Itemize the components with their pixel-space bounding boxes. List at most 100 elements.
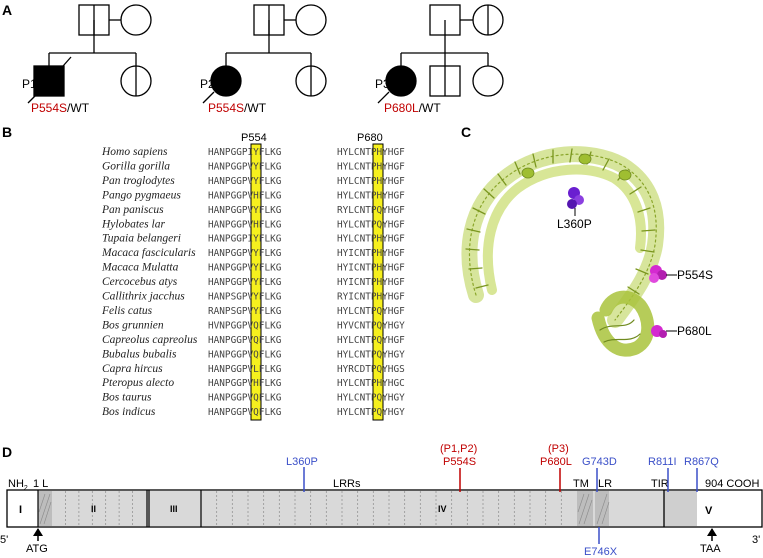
seq680-row: RYLCNTPQYHGF — [337, 205, 405, 216]
seq554-row: HANPGGPVYFLKG — [208, 263, 282, 274]
p1-genotype: P554S/WT — [31, 101, 90, 115]
seq554-row: HANPGGPVYFLKG — [208, 248, 282, 259]
pedigree-family-1 — [27, 4, 152, 104]
residue-p554s — [649, 265, 677, 283]
exon-iii: III — [170, 504, 178, 514]
species-name: Bos indicus — [102, 406, 156, 418]
panel-b-label: B — [2, 124, 12, 140]
tir-label: TIR — [651, 478, 669, 490]
species-name: Bubalus bubalis — [102, 348, 177, 360]
species-name: Pan troglodytes — [101, 175, 175, 187]
seq554-row: HVNPGGPVQFLKG — [208, 320, 282, 331]
pedigree-family-2 — [202, 4, 327, 104]
species-name: Pan paniscus — [101, 204, 164, 216]
f1-deceased-slash — [55, 56, 72, 75]
species-name: Felis catus — [101, 305, 153, 317]
species-name: Pteropus alecto — [101, 377, 174, 389]
p2-genotype: P554S/WT — [208, 101, 267, 115]
p3-mutation: P680L — [384, 101, 419, 115]
seq554-row: HANPGGPVYFLKG — [208, 277, 282, 288]
seq680-row: HYLCNTPHYHGF — [337, 161, 405, 172]
taa-label: TAA — [700, 543, 721, 555]
residue-p680l — [651, 325, 677, 338]
seq554-row: HANPGGPVHFLKG — [208, 190, 282, 201]
three-prime-label: 3' — [752, 534, 760, 546]
one-l-label: 1 L — [33, 478, 48, 490]
tir-region — [664, 491, 697, 526]
seq554-row: HANPGGPIYFLKG — [208, 234, 282, 245]
p554s-note: (P1,P2) — [440, 443, 477, 455]
p2-label: P2 — [200, 77, 215, 91]
p1-wt: /WT — [67, 101, 90, 115]
seq554-row: HANPGGPIYFLKG — [208, 147, 282, 158]
p2-mutation: P554S — [208, 101, 244, 115]
p680l-note: (P3) — [548, 443, 569, 455]
seq680-row: HYLCNTPHYHGC — [337, 378, 405, 389]
seq680-row: HYLCNTPHYHGF — [337, 176, 405, 187]
header-p680: P680 — [357, 132, 383, 144]
lrr-dividers — [65, 491, 562, 526]
p3-genotype: P680L/WT — [384, 101, 441, 115]
species-name: Cercocebus atys — [102, 276, 178, 288]
panel-a-label: A — [2, 2, 12, 18]
seq680-row: RYICNTPHYHGF — [337, 292, 405, 303]
species-name: Homo sapiens — [101, 146, 168, 158]
f3-sister — [472, 65, 504, 97]
p680-highlight-column — [372, 143, 384, 421]
seq554-row: HANPGGPVYFLKG — [208, 205, 282, 216]
species-name: Macaca Mulatta — [101, 262, 179, 274]
lr-label: LR — [598, 478, 612, 490]
species-name: Bos grunnien — [102, 319, 164, 331]
atg-label: ATG — [26, 543, 48, 555]
cooh-label: 904 COOH — [705, 478, 759, 490]
label-p680l: P680L — [677, 324, 712, 338]
species-name: Gorilla gorilla — [102, 160, 170, 172]
species-name: Tupaia belangeri — [102, 233, 181, 245]
seq554-row: HANPGGPVYFLKG — [208, 161, 282, 172]
seq680-row: HYLCNTPQYHGF — [337, 219, 405, 230]
seq554-row: RANPSGPVYFLKG — [208, 306, 282, 317]
lrrs-label: LRRs — [333, 478, 361, 490]
r811i-mutation: R811I — [648, 456, 677, 468]
exon-i: I — [19, 504, 22, 516]
f2-proband-p2 — [210, 65, 242, 97]
panel-d: D I II III IV V NH2 1 L LRRs TM LR TI — [0, 443, 763, 558]
seq680-row: HYLCNTPQYHGF — [337, 306, 405, 317]
exon-v: V — [705, 505, 713, 517]
p3-wt: /WT — [419, 101, 442, 115]
seq680-row: HYLCNTPHYHGF — [337, 190, 405, 201]
nh2-label: NH2 — [8, 478, 28, 492]
seq554-row: HANPGGPVQFLKG — [208, 393, 282, 404]
species-name: Callithrix jacchus — [102, 291, 185, 303]
residue-l360p — [567, 187, 584, 216]
seq680-row: HYICNTPHYHGF — [337, 263, 405, 274]
atg-arrow — [33, 528, 43, 541]
seq554-row: HANPGGPVYFLKG — [208, 176, 282, 187]
pedigree-family-3 — [377, 4, 504, 104]
f1-mother — [120, 4, 152, 36]
species-name: Bos taurus — [102, 392, 152, 404]
f2-mother — [295, 4, 327, 36]
g743d-mutation: G743D — [582, 456, 617, 468]
seq680-column: HYLCNTPHYHGF HYLCNTPHYHGF HYLCNTPHYHGF HYLC… — [337, 147, 405, 418]
p2-wt: /WT — [244, 101, 267, 115]
p554-highlight-column — [250, 143, 262, 421]
p1-mutation: P554S — [31, 101, 67, 115]
panel-d-label: D — [2, 444, 12, 460]
seq680-row: HYLCNTPQYHGY — [337, 393, 405, 404]
l360p-mutation: L360P — [286, 456, 318, 468]
seq680-row: HYLCNTPHYHGF — [337, 147, 405, 158]
panel-c: C L360P — [461, 124, 713, 357]
species-name: Pango pygmaeus — [101, 189, 181, 201]
species-name: Hylobates lar — [101, 218, 165, 230]
panel-a: A P1 P554S/WT — [2, 2, 504, 115]
five-prime-label: 5' — [0, 534, 8, 546]
seq680-row: HYLCNTPQYHGY — [337, 407, 405, 418]
seq680-row: HYLCNTPQYHGF — [337, 335, 405, 346]
seq680-row: HYLCNTPQYHGY — [337, 349, 405, 360]
p680l-mutation: P680L — [540, 456, 572, 468]
